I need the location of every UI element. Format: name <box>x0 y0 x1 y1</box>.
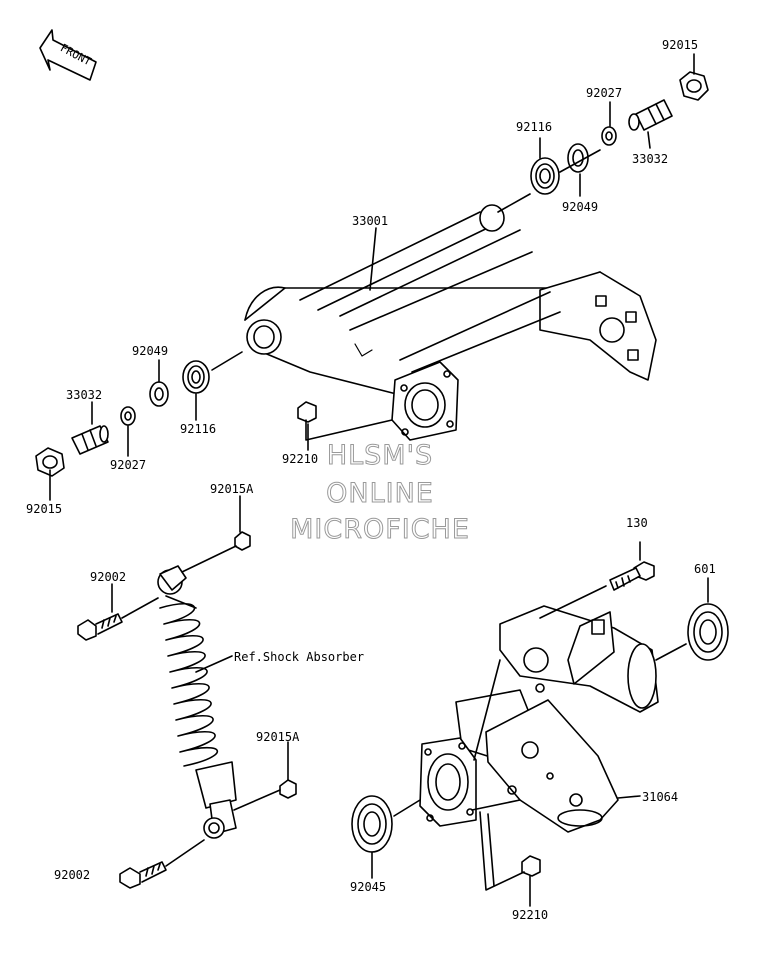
callout-collar-33032-top[interactable]: 33032 <box>632 152 669 166</box>
callout-swingarm-33001[interactable]: 33001 <box>352 214 389 228</box>
callout-seal-92049-top[interactable]: 92049 <box>562 200 599 214</box>
bolt-92002-bottom-icon <box>119 861 167 889</box>
nut-92015-left-icon <box>35 447 65 477</box>
swingarm-33001 <box>244 204 657 441</box>
callout-nut-92015A-top[interactable]: 92015A <box>210 482 254 496</box>
callout-nut-92210-carrier[interactable]: 92210 <box>512 908 549 922</box>
bearing-92116-top-icon <box>530 157 560 195</box>
watermark-line-3: MICROFICHE <box>290 514 470 546</box>
bolt-130-icon <box>609 561 655 591</box>
nut-92210-swingarm-icon <box>297 401 317 423</box>
bolt-92002-top-icon <box>77 613 123 641</box>
seal-92049-left-icon <box>149 381 169 407</box>
callout-bolt-92002-bottom[interactable]: 92002 <box>54 868 91 882</box>
callout-nut-92015-top[interactable]: 92015 <box>662 38 699 52</box>
callout-nut-92210-swingarm[interactable]: 92210 <box>282 452 319 466</box>
carrier-31064-icon <box>419 605 659 833</box>
watermark-line-1: HLSM'S <box>326 440 434 472</box>
bearing-601-icon <box>687 603 729 661</box>
callout-washer-92027-left[interactable]: 92027 <box>110 458 147 472</box>
callout-bearing-92116-top[interactable]: 92116 <box>516 120 553 134</box>
callout-bearing-92045[interactable]: 92045 <box>350 880 387 894</box>
nut-92015A-top-icon <box>234 531 251 551</box>
sleeve-33032-left-icon <box>71 425 109 455</box>
callout-bearing-92116-left[interactable]: 92116 <box>180 422 217 436</box>
collar-33032-top-icon <box>628 99 673 131</box>
washer-92027-left-icon <box>120 406 136 426</box>
bearing-92045-icon <box>351 795 393 853</box>
callout-washer-92027-top[interactable]: 92027 <box>586 86 623 100</box>
callout-nut-92015-left[interactable]: 92015 <box>26 502 63 516</box>
shock-absorber-icon <box>157 565 237 839</box>
callout-seal-92049-left[interactable]: 92049 <box>132 344 169 358</box>
nut-92015A-bottom-icon <box>279 779 297 799</box>
callout-bolt-92002-top[interactable]: 92002 <box>90 570 127 584</box>
nut-92015-top-icon <box>679 71 709 101</box>
callout-bearing-601[interactable]: 601 <box>694 562 716 576</box>
callout-ref-shock-absorber[interactable]: Ref.Shock Absorber <box>234 650 365 664</box>
watermark-line-2: ONLINE <box>326 478 434 510</box>
nut-92210-carrier-icon <box>521 855 541 877</box>
callout-carrier-31064[interactable]: 31064 <box>642 790 679 804</box>
callout-sleeve-33032-left[interactable]: 33032 <box>66 388 103 402</box>
callout-nut-92015A-bottom[interactable]: 92015A <box>256 730 300 744</box>
callout-bolt-130[interactable]: 130 <box>626 516 648 530</box>
front-arrow-icon: FRONT <box>39 29 97 81</box>
bearing-92116-left-icon <box>182 360 210 394</box>
washer-92027-top-icon <box>601 126 617 146</box>
